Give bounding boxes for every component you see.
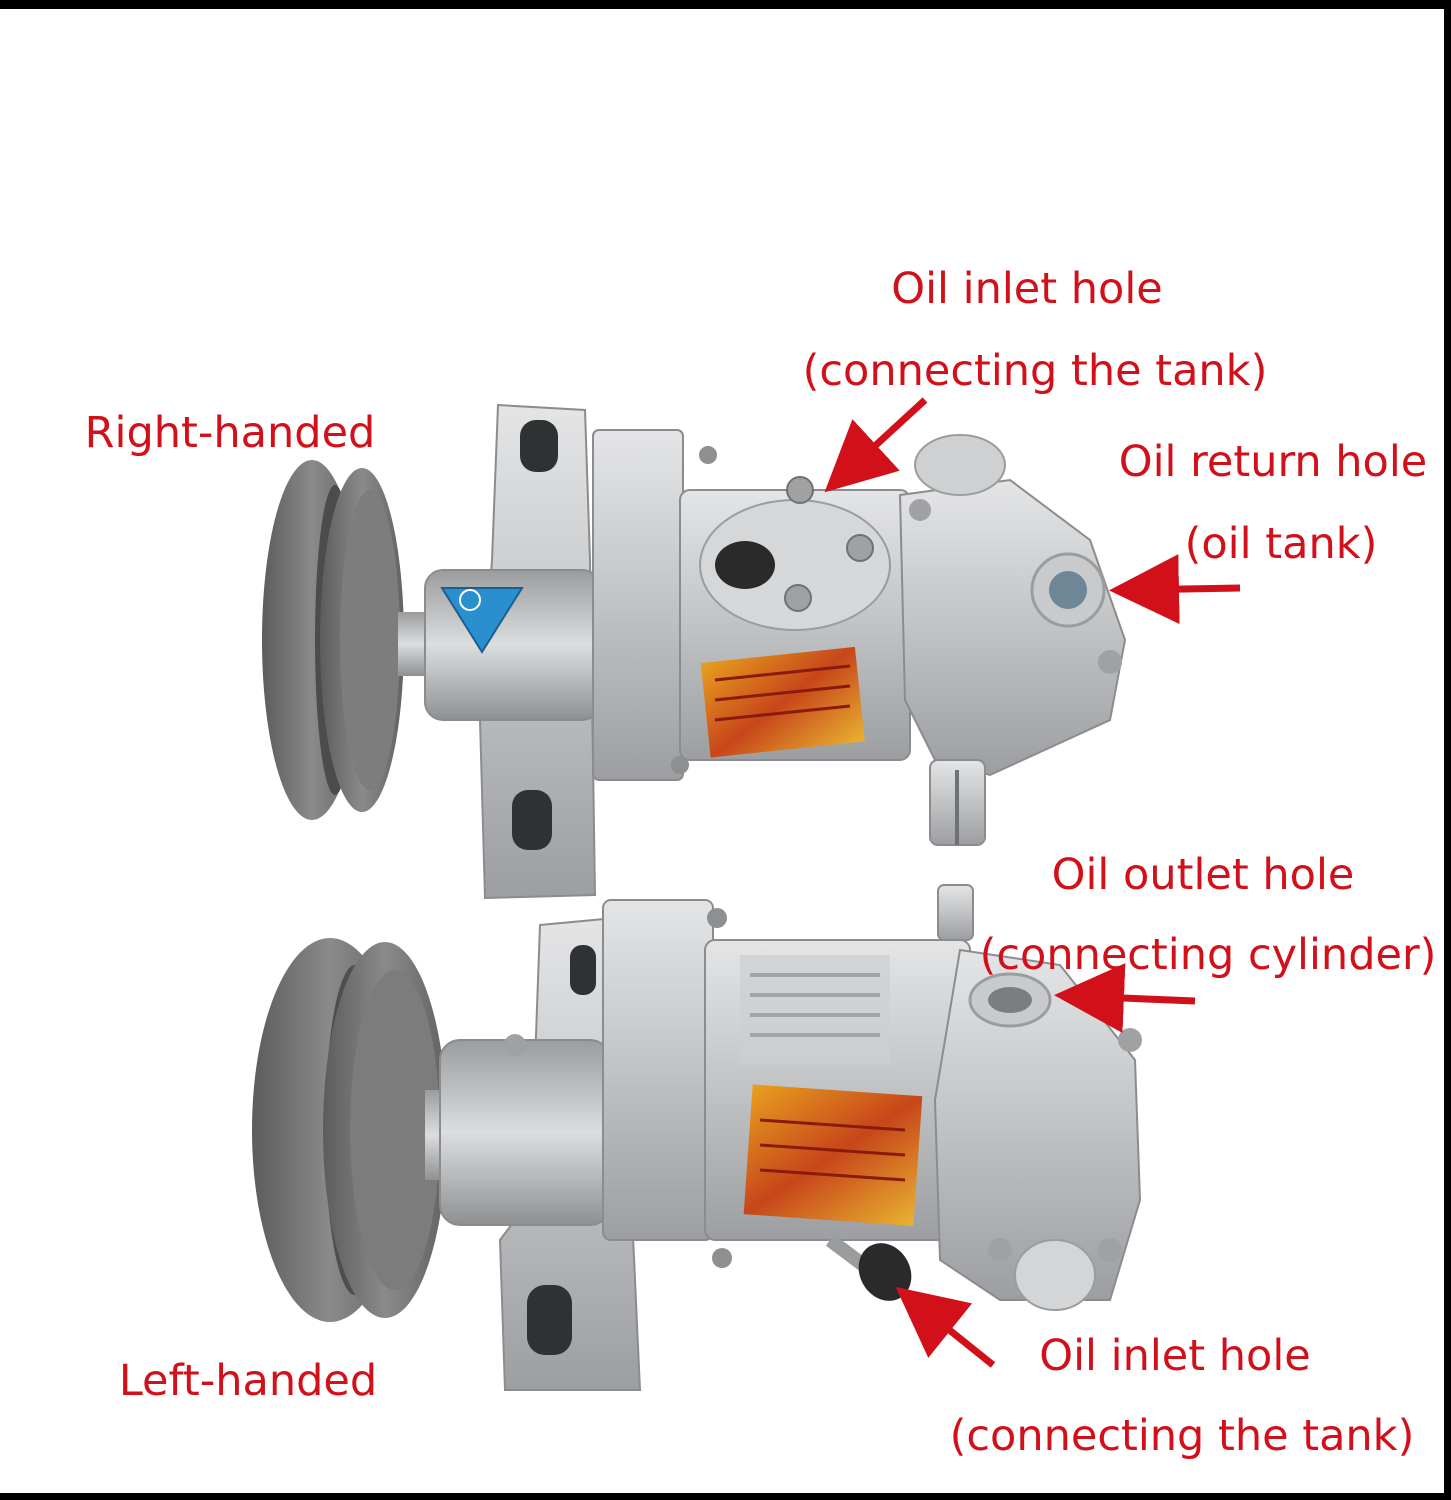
rubber-plug — [715, 541, 775, 589]
right-handed-label: Right-handed — [84, 408, 376, 458]
warning-sticker — [700, 646, 865, 758]
rubber-plug — [825, 1234, 912, 1301]
top-inlet-label-line2: (connecting the tank) — [802, 346, 1268, 396]
pump-right-handed — [262, 403, 1127, 900]
pump-left-handed — [252, 884, 1142, 1391]
outlet-label-line1: Oil outlet hole — [1051, 850, 1355, 900]
pulley-icon — [262, 460, 404, 820]
bottom-frame-border — [0, 1493, 1451, 1500]
annotation-arrows — [824, 397, 1241, 1368]
top-frame-border — [0, 0, 1451, 9]
manufacturer-logo-icon — [440, 587, 524, 654]
return-label-line1: Oil return hole — [1118, 437, 1428, 487]
return-label-line2: (oil tank) — [1184, 519, 1378, 569]
warning-sticker — [743, 1084, 923, 1226]
arrow-return — [1109, 554, 1241, 625]
outlet-label-line2: (connecting cylinder) — [979, 930, 1437, 980]
bottom-inlet-label-line1: Oil inlet hole — [1039, 1331, 1311, 1381]
right-frame-border — [1444, 0, 1451, 1500]
arrow-outlet — [1054, 963, 1196, 1034]
arrow-top-inlet — [824, 397, 928, 493]
arrow-bottom-inlet — [895, 1286, 996, 1368]
top-inlet-label-line1: Oil inlet hole — [891, 264, 1163, 314]
bottom-inlet-label-line2: (connecting the tank) — [949, 1411, 1415, 1461]
pulley-icon — [252, 938, 447, 1322]
left-handed-label: Left-handed — [118, 1356, 378, 1406]
